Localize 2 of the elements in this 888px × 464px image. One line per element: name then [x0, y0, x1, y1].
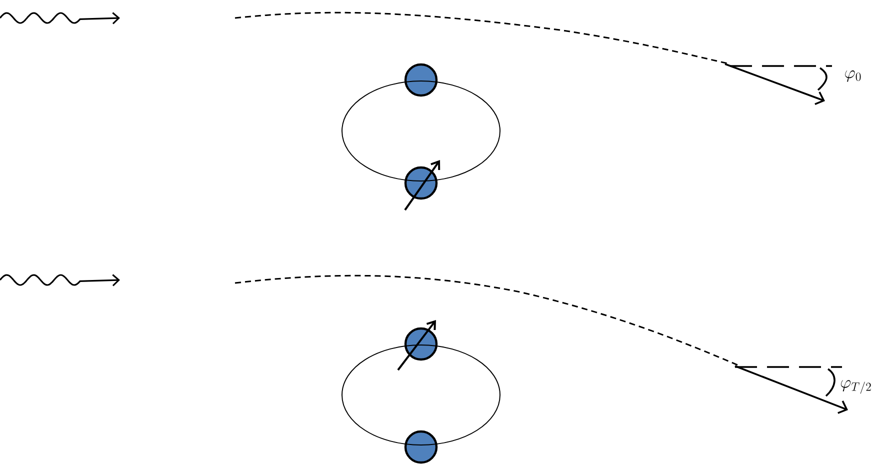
- angle-label: $\varphi_{T/2}$: [840, 380, 871, 394]
- angle-label: $\varphi_0$: [845, 70, 861, 82]
